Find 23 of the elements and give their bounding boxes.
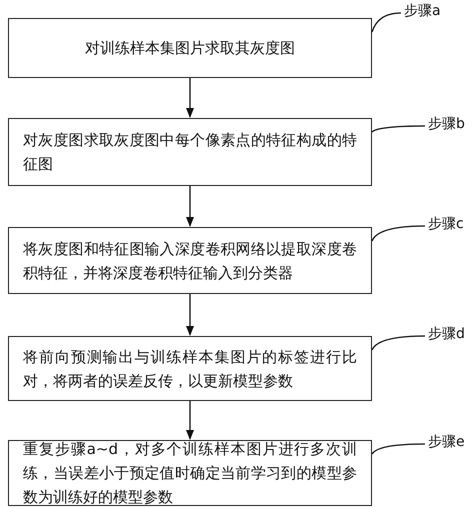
box-text: 将前向预测输出与训练样本集图片的标签进行比对，将两者的误差反传，以更新模型参数	[23, 346, 357, 392]
leader-line	[371, 225, 425, 242]
step-label: 步骤d	[428, 324, 465, 344]
step-label: 步骤a	[404, 1, 441, 21]
box-text: 对灰度图求取灰度图中每个像素点的特征构成的特征图	[23, 130, 357, 175]
arrow	[186, 78, 194, 118]
leader-line	[371, 335, 425, 350]
process-box	[8, 18, 372, 78]
leader-line	[372, 125, 425, 133]
arrow	[186, 294, 194, 336]
leader-line	[371, 12, 402, 32]
arrow	[186, 401, 194, 440]
process-box	[8, 227, 372, 294]
box-text: 将灰度图和特征图输入深度卷积网络以提取深度卷积特征，并将深度卷积特征输入到分类器	[23, 238, 357, 284]
arrow	[186, 186, 194, 227]
step-label: 步骤e	[428, 432, 465, 452]
leader-line	[372, 443, 425, 454]
box-text: 重复步骤a~d，对多个训练样本图片进行多次训练，当误差小于预定值时确定当前学习到的模型参数为训练好的模型参数	[23, 439, 357, 508]
process-box	[8, 336, 372, 401]
step-label: 步骤b	[428, 114, 465, 134]
process-box	[8, 118, 372, 186]
step-label: 步骤c	[428, 214, 464, 234]
box-text: 对训练样本集图片求取其灰度图	[84, 38, 296, 59]
